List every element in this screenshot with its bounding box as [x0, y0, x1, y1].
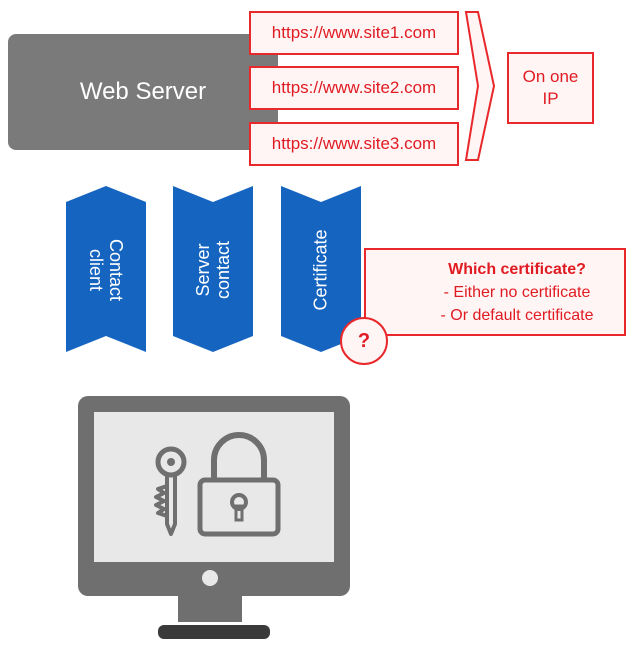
arrow-contact-client: Contact client	[66, 190, 146, 350]
arrow-server-contact-line2: contact	[212, 240, 233, 300]
one-ip-box: On one IP	[507, 52, 594, 124]
arrow-contact-client-line2: client	[85, 248, 106, 292]
one-ip-line1: On one	[522, 67, 579, 86]
arrow-server-contact-line1: Server	[192, 243, 213, 297]
arrow-contact-client-shape	[66, 186, 146, 352]
web-server-label: Web Server	[79, 78, 207, 105]
arrow-server-contact-shape	[173, 186, 253, 352]
arrow-contact-client-line1: Contact	[105, 238, 126, 302]
which-certificate-title: Which certificate?	[448, 260, 586, 278]
arrow-certificate-shape	[281, 186, 361, 352]
padlock-icon	[197, 432, 281, 537]
site-url-1: https://www.site1.com	[249, 11, 459, 55]
site-url-3: https://www.site3.com	[249, 122, 459, 166]
arrow-certificate-line1: Certificate	[311, 229, 331, 311]
which-certificate-box: Which certificate? - Either no certifica…	[364, 248, 626, 336]
arrow-server-contact: Server contact	[173, 190, 253, 350]
question-mark-icon: ?	[340, 317, 388, 365]
which-certificate-option2: - Or default certificate	[440, 306, 594, 324]
which-certificate-option1: - Either no certificate	[443, 283, 591, 301]
key-icon	[154, 446, 187, 536]
site-url-2: https://www.site2.com	[249, 66, 459, 110]
web-server-box	[8, 34, 278, 150]
one-ip-line2: IP	[542, 89, 559, 108]
bracket-arrow-icon	[464, 11, 496, 161]
